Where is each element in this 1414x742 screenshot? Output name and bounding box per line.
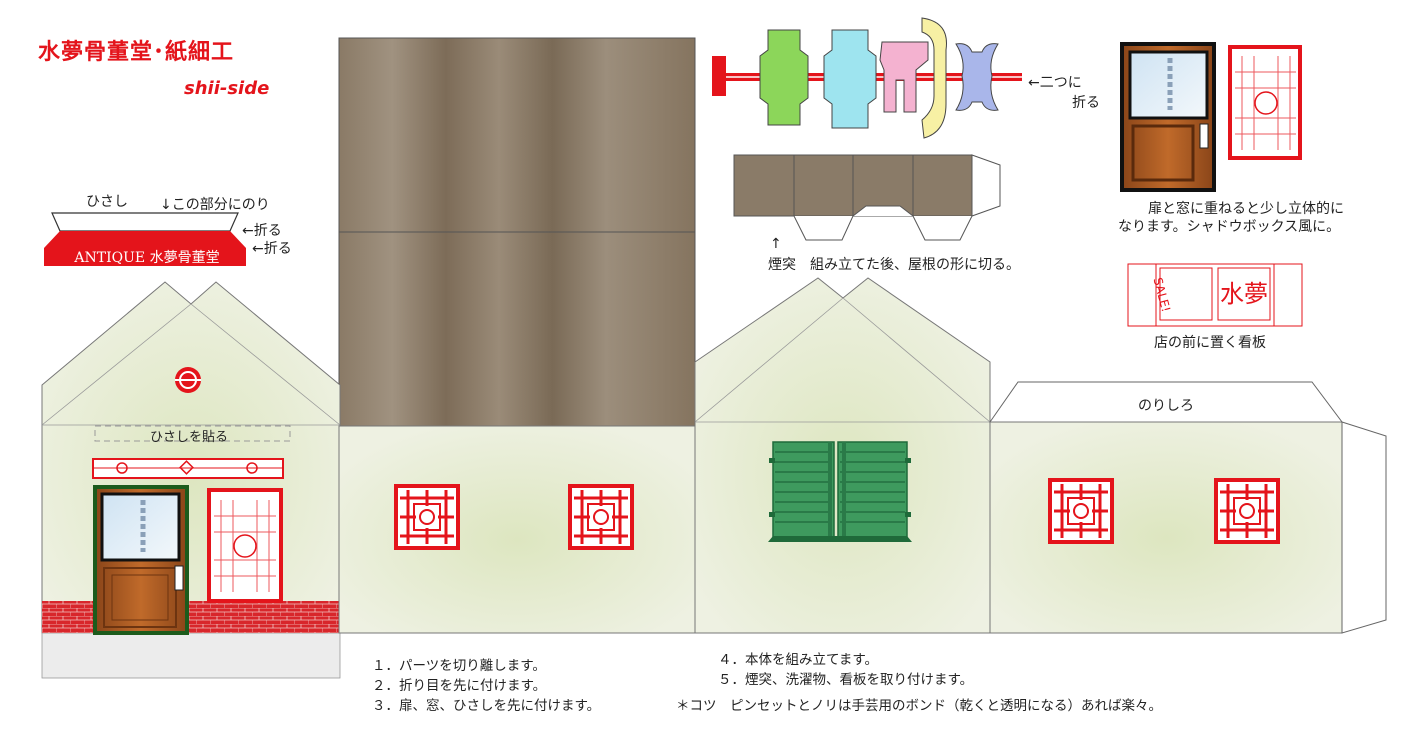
awning-sign-text: ANTIQUE 水夢骨董堂 <box>74 250 220 266</box>
instruction-step-4: ４．本体を組み立てます。 <box>718 652 878 668</box>
laundry-fold-note: ←二つに <box>1028 75 1082 91</box>
door-window-note-2: なります。シャドウボックス風に。 <box>1118 219 1341 235</box>
door-window-note-1: 扉と窓に重ねると少し立体的に <box>1148 201 1344 217</box>
instruction-tip: ＊コツ ピンセットとノリは手芸用のボンド（乾くと透明になる）あれば楽々。 <box>676 698 1162 714</box>
page-subtitle: shii-side <box>184 78 270 99</box>
chimney-net <box>733 154 1001 241</box>
door-overlay <box>1120 42 1216 192</box>
instruction-step-2: ２．折り目を先に付けます。 <box>372 678 547 694</box>
chimney-note: 煙突 組み立てた後、屋根の形に切る。 <box>768 257 1020 273</box>
front-wall <box>41 281 341 679</box>
back-wall <box>694 277 991 634</box>
side-wall-main <box>338 425 696 634</box>
lattice-window <box>568 484 634 550</box>
lattice-window <box>1214 478 1280 544</box>
lattice-window <box>1048 478 1114 544</box>
signboard: 水夢 <box>1127 263 1303 327</box>
signboard-caption: 店の前に置く看板 <box>1154 335 1266 351</box>
instruction-step-5: ５．煙突、洗濯物、看板を取り付けます。 <box>718 672 974 688</box>
instruction-step-3: ３．扉、窓、ひさしを先に付けます。 <box>372 698 601 714</box>
chimney-arrow: ↑ <box>770 236 782 252</box>
instruction-step-1: １．パーツを切り離します。 <box>372 658 546 674</box>
laundry-fold-note-2: 折る <box>1072 95 1100 111</box>
awning-fold-note-1: ←折る <box>242 223 282 239</box>
awning-fold-note-2: ←折る <box>252 241 292 257</box>
awning-glue-note: ↓この部分にのり <box>160 197 270 213</box>
laundry-line <box>712 17 1022 139</box>
glue-flap-label: のりしろ <box>1138 398 1194 414</box>
awning-piece <box>44 212 246 266</box>
page-title: 水夢骨董堂･紙細工 <box>38 40 235 65</box>
awning-label: ひさし <box>86 194 128 210</box>
svg-text:水夢: 水夢 <box>1220 280 1268 308</box>
awning-spot-label: ひさしを貼る <box>150 430 229 445</box>
window-overlay <box>1228 45 1302 160</box>
roof-panel <box>338 37 696 427</box>
lattice-window <box>394 484 460 550</box>
